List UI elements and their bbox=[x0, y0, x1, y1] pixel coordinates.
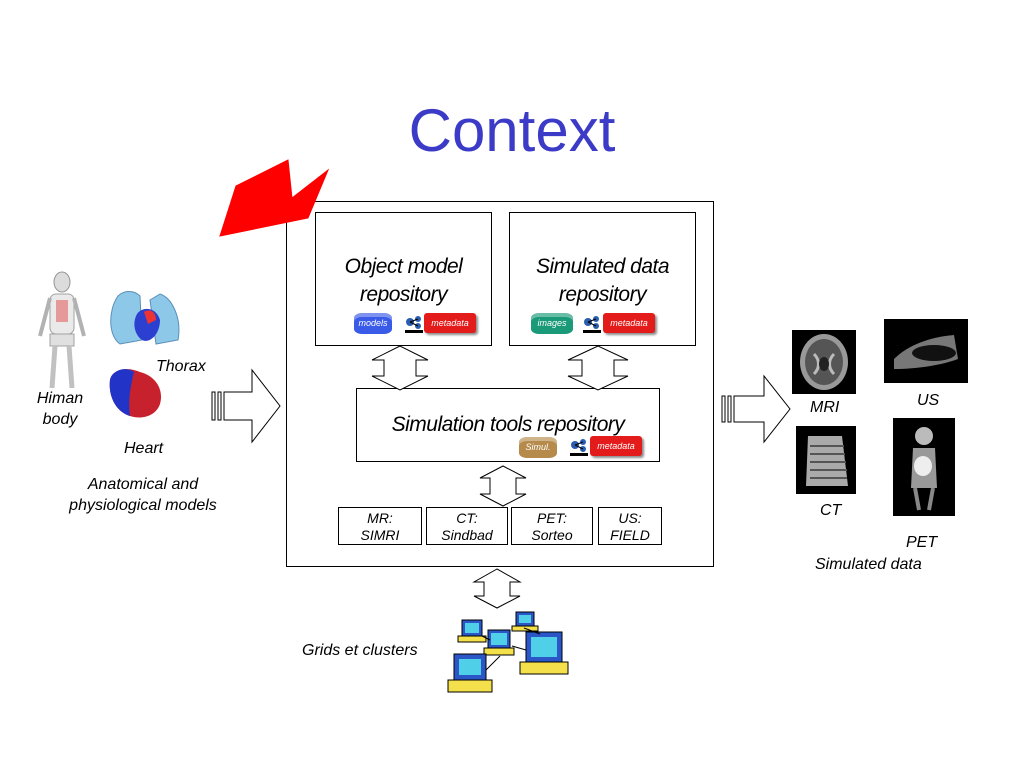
tool-mr-simri: MR: SIMRI bbox=[338, 507, 422, 545]
mri-label: MRI bbox=[810, 399, 840, 416]
models-database-icon: models bbox=[354, 313, 392, 334]
tool-line2: SIMRI bbox=[360, 527, 400, 543]
object-model-title-line1: Object model bbox=[344, 255, 463, 278]
simulated-data-title-line2: repository bbox=[558, 283, 647, 306]
anatomical-caption-line1: Anatomical and bbox=[87, 476, 199, 493]
tool-line2: Sindbad bbox=[441, 527, 493, 543]
rdf-icon bbox=[404, 314, 424, 334]
tool-line2: Sorteo bbox=[531, 527, 573, 543]
computer-icon bbox=[457, 619, 487, 643]
tool-pet-sorteo: PET: Sorteo bbox=[511, 507, 593, 545]
human-body-icon bbox=[38, 271, 86, 389]
anatomical-caption-line2: physiological models bbox=[69, 497, 217, 514]
tool-line1: MR: bbox=[367, 510, 393, 526]
ct-image bbox=[796, 426, 856, 494]
tool-line2: FIELD bbox=[610, 527, 650, 543]
metadata-badge: metadata bbox=[424, 313, 476, 333]
pet-label: PET bbox=[906, 534, 938, 551]
human-body-label: Himan body bbox=[36, 390, 84, 428]
object-model-title-line2: repository bbox=[359, 283, 448, 306]
tool-line1: CT: bbox=[456, 510, 478, 526]
simulated-data-title-line1: Simulated data bbox=[535, 255, 670, 278]
thorax-label: Thorax bbox=[156, 358, 206, 375]
tool-line1: US: bbox=[618, 510, 642, 526]
tool-us-field: US: FIELD bbox=[598, 507, 662, 545]
metadata-badge: metadata bbox=[603, 313, 655, 333]
ct-label: CT bbox=[820, 502, 842, 519]
mri-image bbox=[792, 330, 856, 394]
simulated-data-caption: Simulated data bbox=[815, 556, 922, 573]
simulation-tools-title: Simulation tools repository bbox=[391, 413, 625, 436]
tool-line1: PET: bbox=[536, 510, 568, 526]
tool-ct-sindbad: CT: Sindbad bbox=[426, 507, 508, 545]
computer-icon bbox=[447, 653, 493, 693]
us-image bbox=[884, 319, 968, 383]
heart-label: Heart bbox=[124, 440, 164, 457]
images-database-icon: images bbox=[531, 313, 573, 334]
thorax-icon bbox=[110, 291, 180, 345]
rdf-icon bbox=[582, 314, 602, 334]
heart-icon bbox=[109, 369, 162, 418]
rdf-icon bbox=[569, 437, 589, 457]
anatomical-caption: Anatomical and physiological models bbox=[40, 474, 246, 516]
grids-clusters-label: Grids et clusters bbox=[302, 642, 418, 659]
slide-title: Context bbox=[408, 97, 616, 164]
us-label: US bbox=[917, 392, 940, 409]
pet-image bbox=[893, 418, 955, 516]
simul-database-icon: Simul. bbox=[519, 437, 557, 458]
metadata-badge: metadata bbox=[590, 436, 642, 456]
computer-icon bbox=[519, 631, 569, 675]
